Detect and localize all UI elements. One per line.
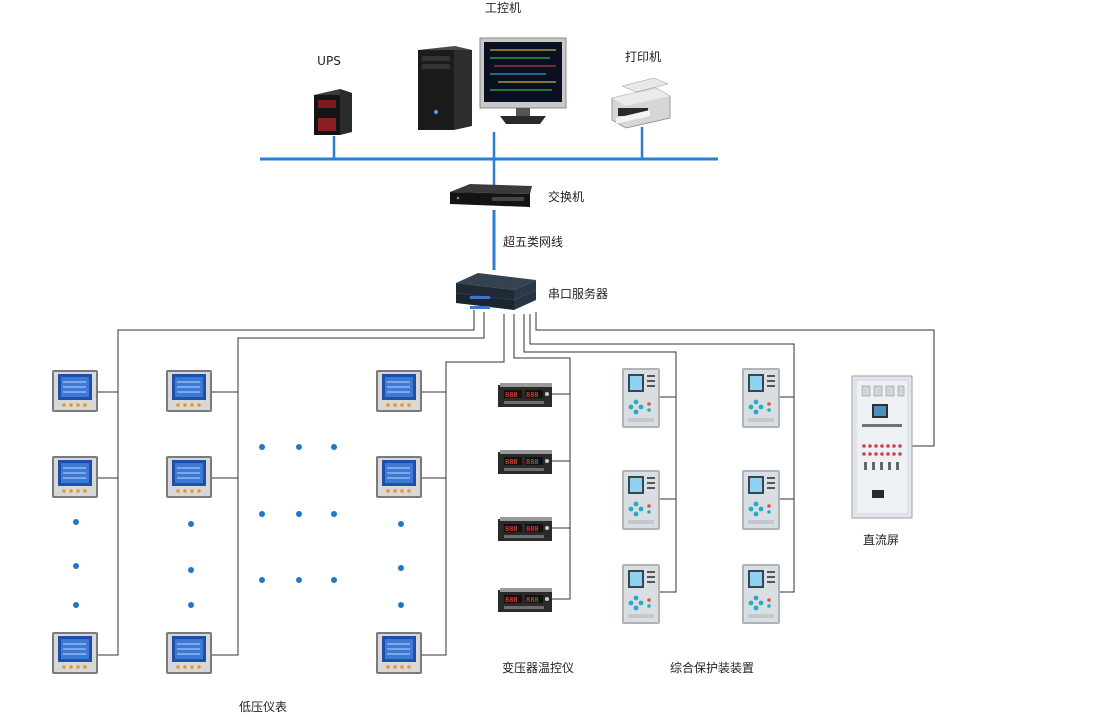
temp-controller-label: 变压器温控仪	[502, 660, 574, 675]
dc-panel-label: 直流屏	[863, 533, 899, 547]
serial-server-icon	[456, 273, 536, 310]
ellipsis-dots	[73, 444, 404, 608]
printer-icon	[611, 77, 671, 129]
serial-server-label: 串口服务器	[548, 286, 608, 301]
protection-label: 综合保护装装置	[670, 660, 754, 675]
dc-cabinet-icon	[851, 375, 913, 519]
lv-meters-label: 低压仪表	[239, 700, 287, 714]
network-switch-icon	[450, 184, 532, 207]
protection-relay-icon	[622, 368, 780, 624]
ups-icon	[314, 89, 352, 135]
printer-label: 打印机	[625, 50, 661, 64]
switch-label: 交换机	[548, 189, 584, 204]
ipc-label: 工控机	[485, 1, 521, 15]
ups-label: UPS	[317, 54, 341, 68]
cable-label: 超五类网线	[503, 234, 563, 249]
temperature-controller-icon	[498, 383, 552, 612]
rs485-bus-wiring	[96, 310, 935, 656]
power-meter-icon	[51, 369, 423, 675]
desktop-computer-icon	[418, 37, 567, 130]
